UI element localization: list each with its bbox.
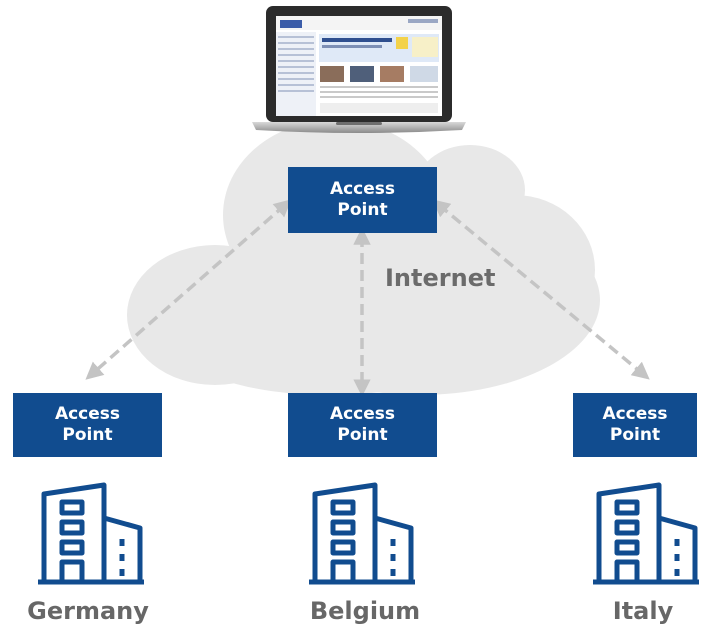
- arrow-center-to-germany: [85, 199, 292, 380]
- laptop-icon: [252, 6, 466, 133]
- access-point-label-line1: Access: [329, 179, 396, 199]
- access-point-label-line2: Point: [337, 200, 388, 220]
- building-icon-belgium: [309, 482, 415, 585]
- access-point-label-line2: Point: [62, 425, 113, 445]
- building-icon-germany: [38, 482, 144, 585]
- country-label-italy: Italy: [612, 597, 674, 625]
- access-point-label-line2: Point: [609, 425, 661, 445]
- access-point-label-line1: Access: [54, 404, 121, 424]
- access-point-italy: Access Point: [573, 393, 697, 457]
- access-point-germany: Access Point: [13, 393, 162, 457]
- country-label-germany: Germany: [27, 597, 149, 625]
- country-label-belgium: Belgium: [309, 597, 421, 625]
- access-point-label-line2: Point: [337, 425, 388, 445]
- arrow-center-to-italy: [432, 199, 650, 380]
- connection-arrows: [85, 199, 650, 397]
- internet-label: Internet: [385, 264, 496, 292]
- access-point-label-line1: Access: [602, 404, 668, 424]
- access-point-label-line1: Access: [329, 404, 396, 424]
- access-point-central: Access Point: [288, 167, 437, 233]
- building-icon-italy: [593, 482, 699, 585]
- access-point-belgium: Access Point: [288, 393, 437, 457]
